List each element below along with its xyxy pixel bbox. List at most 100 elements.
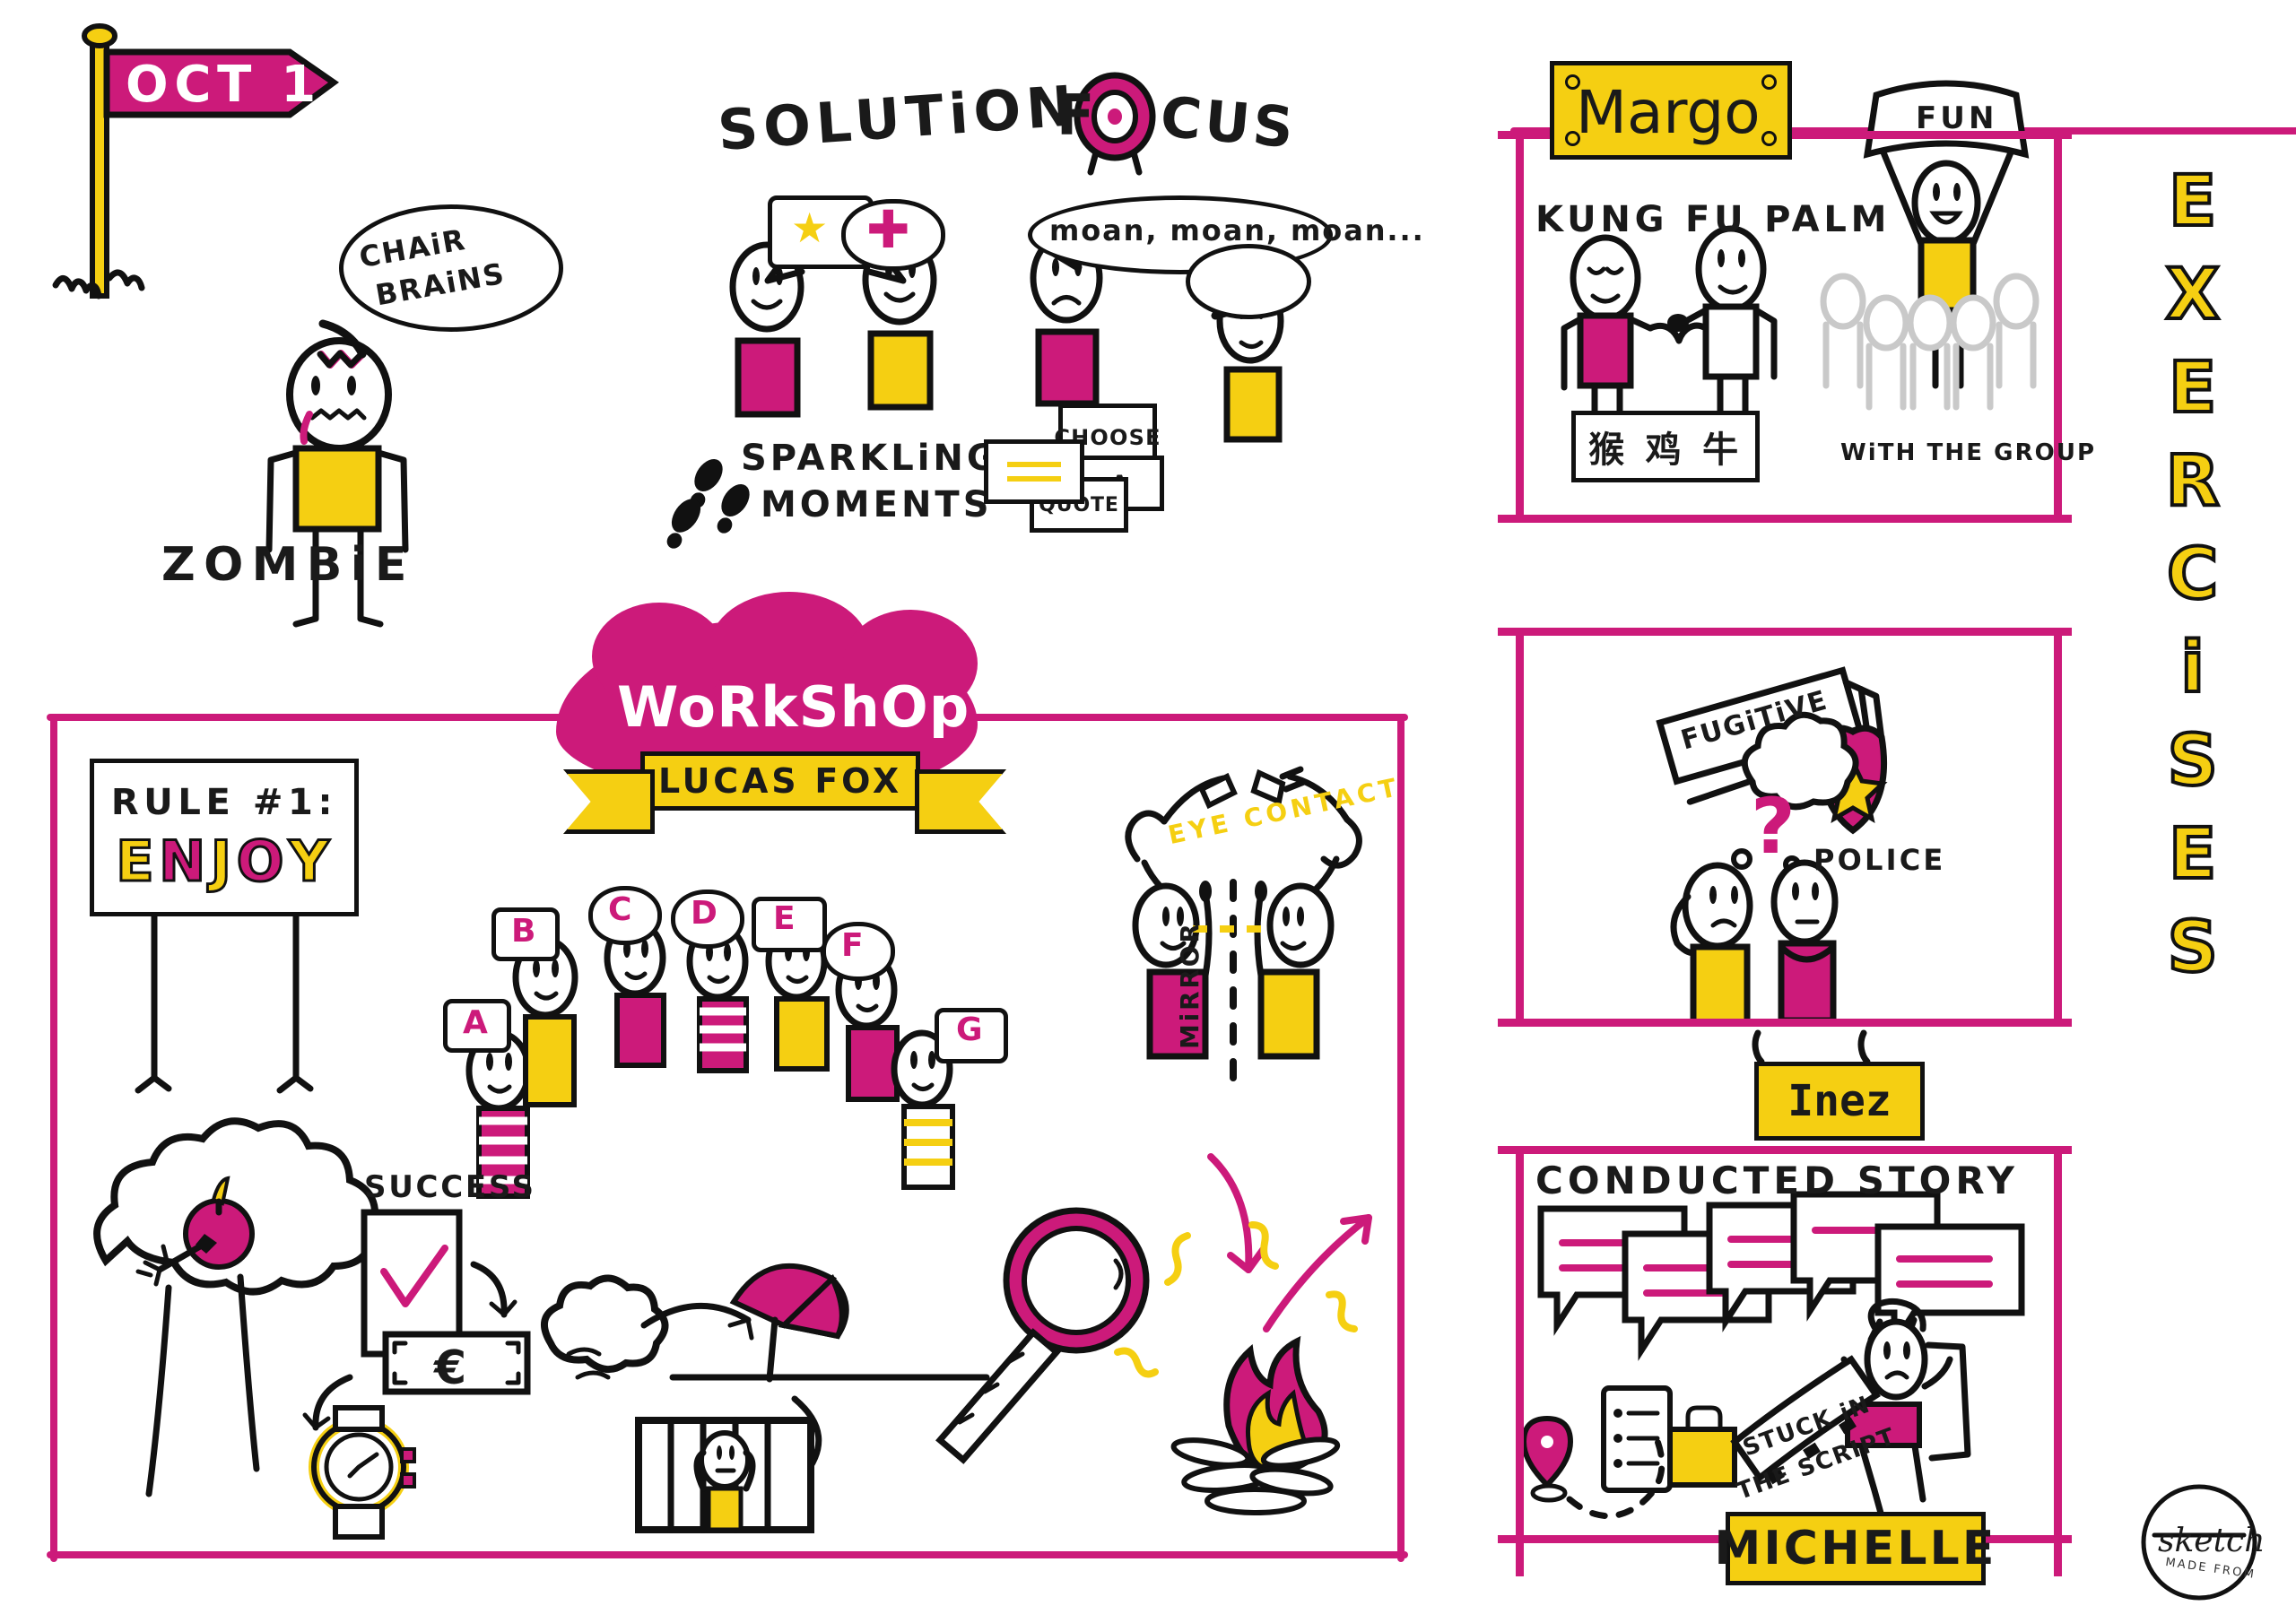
margo-name: Margo: [1576, 78, 1761, 147]
bubble-c: [588, 886, 662, 945]
bubble-a: [443, 999, 511, 1053]
bubble-e: [752, 897, 827, 952]
exercises-vertical-label: E X E R C i S E S: [2127, 160, 2262, 990]
bubble-g: [935, 1008, 1008, 1063]
workshop-cloud-bump-3: [843, 610, 978, 717]
inez-frame-top: [1498, 628, 2072, 636]
michelle-frame-right: [2054, 1146, 2062, 1576]
solution-focus-title-cus: CUS: [1158, 83, 1300, 161]
card-line-1: [1007, 462, 1061, 467]
michelle-frame-top: [1498, 1146, 2072, 1154]
workshop-cloud-bump-1: [592, 603, 726, 710]
rule-enjoy-word: E N J O Y: [115, 827, 333, 895]
exercises-letter-8: S: [2166, 906, 2222, 990]
fugitive-ticket-label: FUGiTiVE: [1677, 684, 1832, 757]
magnifier-campfire-art: [935, 1153, 1372, 1515]
cloud-beach-jail-art: [540, 1263, 990, 1533]
margo-exercise-label: KUNG FU PALM: [1535, 199, 1892, 240]
inez-name: Inez: [1787, 1076, 1892, 1126]
exercises-letter-1: X: [2164, 253, 2224, 337]
plus-icon: ✚: [866, 199, 910, 260]
police-label: POLICE: [1813, 843, 1946, 877]
rule-sign-legs: [135, 913, 314, 1094]
chinese-characters: 猴 鸡 牛: [1588, 430, 1743, 471]
exercises-letter-2: E: [2167, 346, 2221, 430]
heart-bubble: [1186, 244, 1311, 319]
screw-br: [1761, 131, 1777, 146]
rule-line1: RULE #1:: [110, 781, 338, 823]
rule-letter-e: E: [115, 827, 158, 895]
workshop-banner: LUCAS FOX: [640, 751, 920, 811]
success-flow-art: [302, 1209, 531, 1540]
margo-name-sign: Margo: [1550, 61, 1792, 160]
bubble-f-letter: F: [841, 927, 865, 964]
eye-contact-label: EYE CONTACT: [1165, 771, 1404, 851]
michelle-frame-left: [1516, 1146, 1524, 1576]
sparkling-caption-line1: SPARKLiNG: [741, 438, 1000, 479]
screw-tr: [1761, 74, 1777, 90]
workshop-banner-label: LUCAS FOX: [657, 761, 902, 801]
bubble-a-letter: A: [463, 1004, 491, 1041]
mirror-blob: [1081, 825, 1359, 1103]
inez-frame-bottom: [1498, 1019, 2072, 1027]
euro-symbol: €: [434, 1341, 470, 1395]
with-the-group-caption: WiTH THE GROUP: [1840, 439, 2097, 466]
moan-bubble-text: moan, moan, moan...: [1049, 213, 1425, 247]
chinese-characters-box: 猴 鸡 牛: [1571, 411, 1760, 482]
star-icon: ★: [791, 204, 829, 252]
margo-frame-right: [2054, 131, 2062, 522]
exercises-letter-0: E: [2167, 160, 2221, 244]
screw-tl: [1565, 74, 1580, 90]
sparkling-caption-line2: MOMENTS: [761, 484, 993, 525]
workshop-title: WoRkShOp: [617, 674, 970, 740]
inez-frame-left: [1516, 628, 1524, 1022]
bubble-c-letter: C: [608, 891, 634, 928]
inez-frame-right: [2054, 628, 2062, 1022]
bubble-d: [671, 890, 744, 949]
exercises-letter-4: C: [2165, 533, 2222, 617]
workshop-cloud-bump-2: [709, 592, 870, 708]
rule-letter-j: J: [209, 827, 235, 895]
solution-focus-title-f: F: [1057, 82, 1099, 148]
michelle-name: MICHELLE: [1714, 1522, 1997, 1575]
sketch-logo-text: sketch: [2158, 1523, 2266, 1559]
margo-frame-left: [1516, 131, 1524, 522]
rule-letter-n: N: [158, 827, 209, 895]
rule-sign: RULE #1: E N J O Y: [90, 759, 359, 916]
workshop-banner-tail-left: [563, 769, 655, 834]
solution-focus-title-left: SOLUTiON: [715, 73, 1081, 163]
success-label: SUCCESS: [364, 1169, 536, 1205]
margo-frame-bottom: [1498, 515, 2072, 523]
flag-label: OCT 1: [126, 56, 322, 114]
moan-bubble: [1028, 195, 1333, 274]
fun-label: FUN: [1916, 100, 1998, 136]
question-mark-thought: ?: [1751, 782, 1801, 872]
card-lines: [984, 439, 1084, 504]
conducted-story-title: CONDUCTED STORY: [1535, 1159, 2019, 1202]
bubble-b: [491, 907, 560, 961]
grey-crowd: [1820, 273, 2039, 411]
zombie-speech-bubble: [339, 204, 563, 332]
card-line-2: [1007, 476, 1061, 482]
rule-letter-o: O: [235, 827, 288, 895]
inez-name-sign: Inez: [1754, 1062, 1925, 1141]
exercises-letter-5: i: [2179, 626, 2209, 710]
sketch-logo-sub: MADE FROM: [2164, 1556, 2257, 1582]
mirror-label: MiRROR: [1175, 921, 1205, 1049]
michelle-name-sign: MICHELLE: [1714, 1512, 1994, 1585]
fire-blob: [969, 1166, 1399, 1524]
tree-art: [93, 1117, 379, 1497]
zombie-caption: ZOMBiE: [161, 538, 415, 592]
rule-letter-y: Y: [288, 827, 333, 895]
bubble-b-letter: B: [511, 913, 538, 950]
exercises-letter-7: E: [2167, 812, 2221, 897]
bubble-d-letter: D: [691, 895, 720, 932]
screw-bl: [1565, 131, 1580, 146]
bubble-e-letter: E: [773, 900, 797, 937]
exercises-letter-3: R: [2164, 439, 2224, 524]
workshop-banner-tail-right: [915, 769, 1006, 834]
bubble-g-letter: G: [956, 1011, 985, 1048]
bubble-f: [822, 922, 895, 981]
tree-blob: [99, 1166, 601, 1524]
plus-bubble: [841, 199, 945, 271]
